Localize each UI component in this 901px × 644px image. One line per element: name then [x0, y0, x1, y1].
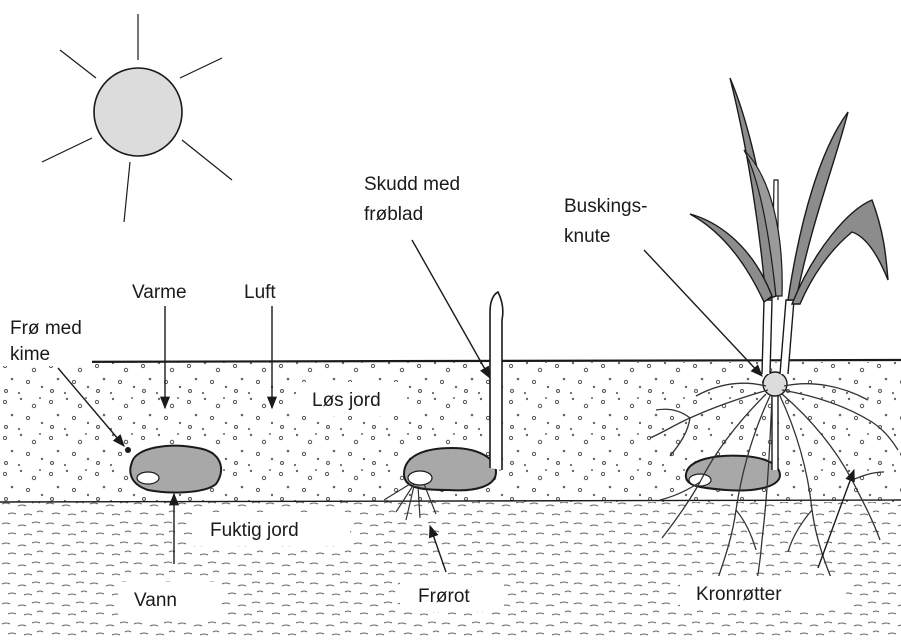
label-skudd-line1: Skudd med [364, 174, 460, 195]
label-frorot: Frørot [418, 586, 470, 607]
label-los-jord: Løs jord [312, 390, 381, 411]
label-fro-med-kime-line1: Frø med [10, 318, 82, 339]
label-fro-med-kime-line2: kime [10, 344, 50, 365]
tillering-node [763, 372, 787, 396]
arrow-skudd [412, 240, 490, 378]
label-luft: Luft [244, 282, 276, 303]
label-buskingsknute-line1: Buskings- [564, 196, 647, 217]
seed-stage-1 [125, 446, 221, 493]
sun-icon [42, 14, 232, 222]
label-skudd-line2: frøblad [364, 204, 423, 225]
label-kronrotter: Kronrøtter [696, 584, 782, 605]
label-buskingsknute-line2: knute [564, 226, 610, 247]
label-varme: Varme [132, 282, 187, 303]
label-fuktig-jord: Fuktig jord [210, 520, 299, 541]
arrow-buskingsknute [644, 250, 762, 376]
moist-soil-layer [0, 502, 901, 639]
label-vann: Vann [134, 590, 177, 611]
